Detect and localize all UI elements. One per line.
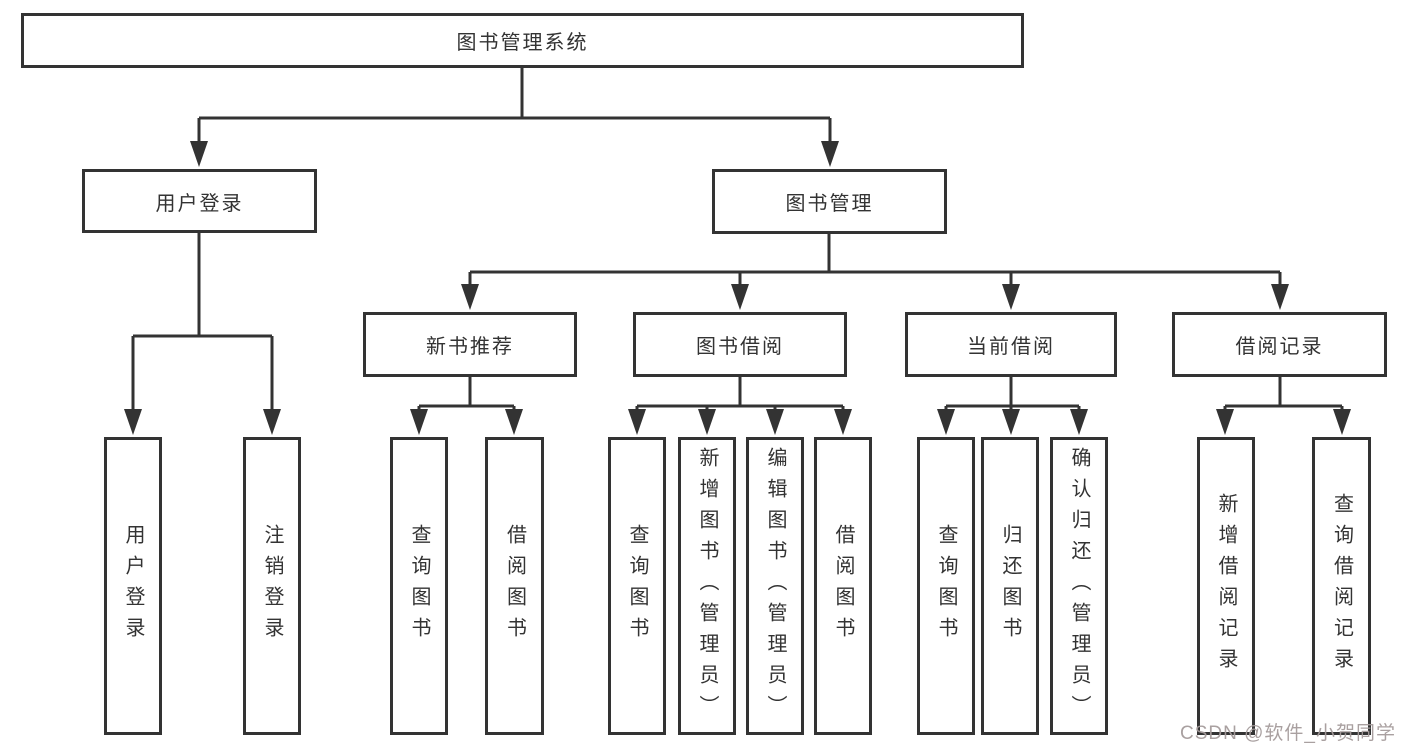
node-new-book-recommend: 新书推荐 [363, 312, 577, 377]
leaf-logout: 注销登录 [243, 437, 301, 735]
leaf-return-book: 归还图书 [981, 437, 1039, 735]
node-book-borrowing: 图书借阅 [633, 312, 847, 377]
leaf-label: 查询图书 [626, 524, 648, 648]
leaf-query-books-1: 查询图书 [390, 437, 448, 735]
node-label: 图书管理系统 [456, 32, 589, 54]
leaf-label: 归还图书 [999, 524, 1021, 648]
node-label: 图书管理 [785, 193, 874, 215]
node-current-borrowing: 当前借阅 [905, 312, 1117, 377]
csdn-watermark: CSDN @软件_小贺同学 [1180, 723, 1396, 744]
leaf-query-books-3: 查询图书 [917, 437, 975, 735]
leaf-label: 借阅图书 [503, 524, 526, 648]
leaf-label: 注销登录 [261, 524, 283, 648]
leaf-label: 确认归还（管理员） [1068, 446, 1090, 726]
leaf-label: 借阅图书 [832, 524, 854, 648]
leaf-label: 查询图书 [935, 524, 957, 648]
arrowheads [124, 141, 1351, 435]
node-borrowing-records: 借阅记录 [1172, 312, 1387, 377]
leaf-label: 查询图书 [408, 524, 430, 648]
leaf-borrow-books-2: 借阅图书 [814, 437, 872, 735]
leaf-label: 查询借阅记录 [1330, 493, 1353, 679]
leaf-borrow-books-1: 借阅图书 [485, 437, 544, 735]
node-root-library-management-system: 图书管理系统 [21, 13, 1024, 68]
leaf-label: 编辑图书（管理员） [764, 446, 786, 726]
leaf-query-books-2: 查询图书 [608, 437, 666, 735]
node-user-login: 用户登录 [82, 169, 317, 233]
leaf-edit-book-admin: 编辑图书（管理员） [746, 437, 804, 735]
node-label: 用户登录 [155, 192, 244, 215]
leaf-add-book-admin: 新增图书（管理员） [678, 437, 736, 735]
node-label: 图书借阅 [696, 336, 784, 358]
node-label: 新书推荐 [426, 336, 514, 358]
leaf-label: 新增借阅记录 [1215, 493, 1237, 679]
leaf-confirm-return-admin: 确认归还（管理员） [1050, 437, 1108, 735]
node-book-management: 图书管理 [712, 169, 947, 234]
node-label: 借阅记录 [1235, 336, 1324, 358]
leaf-add-borrow-record: 新增借阅记录 [1197, 437, 1255, 735]
leaf-label: 新增图书（管理员） [696, 446, 718, 726]
leaf-label: 用户登录 [122, 524, 144, 648]
leaf-query-borrow-record: 查询借阅记录 [1312, 437, 1371, 735]
node-label: 当前借阅 [967, 336, 1055, 358]
leaf-user-login: 用户登录 [104, 437, 162, 735]
